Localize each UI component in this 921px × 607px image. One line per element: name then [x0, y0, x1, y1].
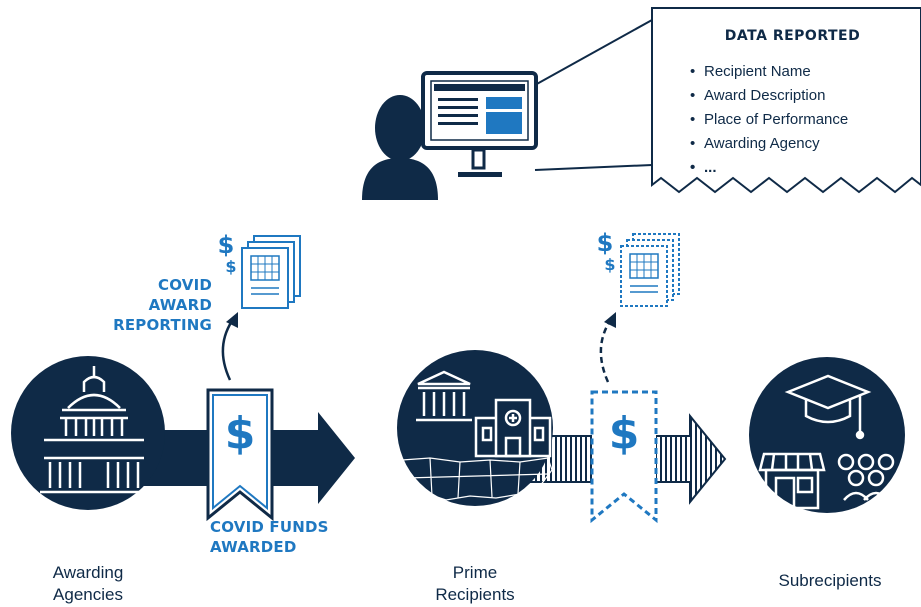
subreport-dollar-icon-small: $ — [604, 255, 615, 274]
prime-recipients-label: Prime Recipients — [415, 562, 535, 606]
group-of-people-icon — [837, 453, 895, 501]
subrecipients-label: Subrecipients — [778, 571, 882, 590]
callout-list: Recipient Name Award Description Place o… — [690, 60, 848, 180]
report-dollar-icon-small: $ — [225, 257, 236, 276]
subaward-report-documents-icon — [620, 233, 680, 307]
funds-awarded-ribbon — [206, 388, 274, 522]
awarding-agencies-circle — [11, 356, 165, 510]
report-dollar-icon-large: $ — [218, 231, 235, 259]
dollar-icon-awarded: $ — [225, 408, 256, 459]
subrecipients-circle — [749, 357, 905, 513]
callout-title: DATA REPORTED — [724, 28, 861, 44]
covid-award-reporting-line1: COVID AWARD — [148, 276, 212, 314]
us-map-icon — [401, 457, 553, 501]
award-report-documents-icon — [241, 235, 301, 309]
reporting-arrow-dashed — [599, 312, 616, 383]
dollar-icon-subawarded: $ — [609, 408, 640, 459]
covid-award-reporting-line2: REPORTING — [113, 316, 212, 334]
awarding-agencies-line2: Agencies — [53, 585, 123, 604]
callout-item: Awarding Agency — [690, 132, 848, 156]
storefront-icon — [758, 452, 826, 510]
prime-recipients-line1: Prime — [452, 563, 498, 582]
covid-funds-awarded-line2: AWARDED — [210, 538, 297, 556]
graduation-cap-icon — [784, 374, 872, 410]
callout-item-more: ... — [690, 156, 848, 180]
prime-recipients-circle — [397, 350, 553, 506]
awarding-agencies-line1: Awarding — [52, 563, 124, 582]
covid-award-reporting-label: COVID AWARD REPORTING — [108, 275, 212, 335]
callout-connector — [534, 19, 653, 171]
subreport-dollar-icon-large: $ — [597, 229, 614, 257]
callout-item: Award Description — [690, 84, 848, 108]
reporting-arrow-solid — [221, 312, 238, 381]
callout-item: Place of Performance — [690, 108, 848, 132]
covid-funds-awarded-label: COVID FUNDS AWARDED — [210, 517, 350, 557]
person-at-computer-icon — [362, 71, 538, 200]
awarding-agencies-label: Awarding Agencies — [28, 562, 148, 606]
funds-subawarded-ribbon — [590, 390, 658, 524]
covid-funds-awarded-line1: COVID FUNDS — [210, 518, 329, 536]
prime-recipients-line2: Recipients — [435, 585, 515, 604]
callout-item: Recipient Name — [690, 60, 848, 84]
